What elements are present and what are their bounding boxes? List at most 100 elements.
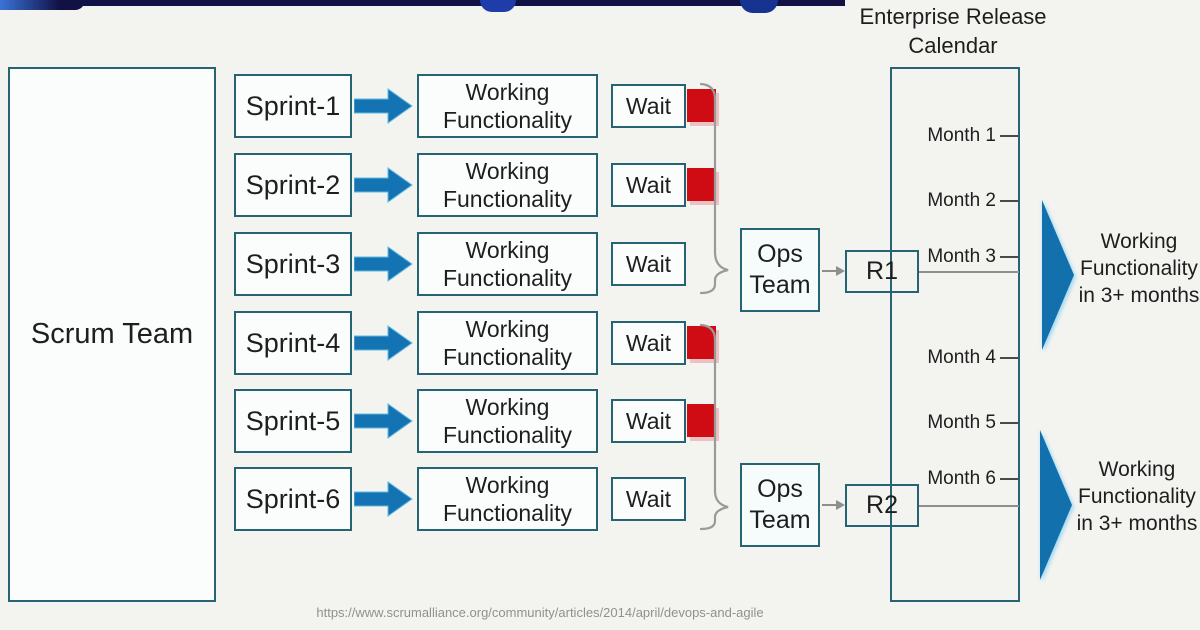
sprint-row: Sprint-3 Working Functionality Wait (0, 232, 760, 296)
blocked-marker (687, 326, 716, 359)
brace-sprints-4-6 (699, 323, 729, 531)
sprint-label: Sprint-6 (245, 483, 341, 514)
title-strip (0, 0, 845, 6)
sprint-label: Sprint-4 (245, 327, 341, 358)
release-label: R2 (866, 491, 898, 519)
connector-line (822, 504, 838, 506)
working-functionality-box: Working Functionality (417, 389, 598, 453)
month-tick (1000, 422, 1018, 424)
wait-box: Wait (611, 163, 686, 207)
sprint-label: Sprint-1 (245, 90, 341, 121)
flow-arrow-icon (354, 403, 413, 439)
brace-sprints-1-3 (699, 82, 729, 295)
outcome-arrow-icon (1040, 430, 1072, 580)
wait-box: Wait (611, 84, 686, 128)
month-label: Month 6 (927, 468, 996, 489)
wait-label: Wait (625, 250, 672, 277)
ops-team-box: Ops Team (740, 228, 820, 312)
sprint-label: Sprint-3 (245, 248, 341, 279)
outcome-line: Working (1100, 230, 1178, 253)
calendar-title: Enterprise Release Calendar (858, 2, 1048, 60)
month-tick (1000, 135, 1018, 137)
month-tick (1000, 357, 1018, 359)
sprint-label: Sprint-5 (245, 405, 341, 436)
working-functionality-box: Working Functionality (417, 153, 598, 217)
month-row: Month 6 (890, 468, 1018, 490)
sprint-row: Sprint-5 Working Functionality Wait (0, 389, 760, 453)
calendar-title-line: Calendar (908, 33, 998, 58)
wait-label: Wait (625, 407, 672, 434)
month-label: Month 5 (927, 412, 996, 433)
flow-arrow-icon (354, 246, 413, 282)
ops-team-label: Ops (757, 240, 803, 268)
sprint-box: Sprint-3 (234, 232, 352, 296)
sprint-box: Sprint-5 (234, 389, 352, 453)
scrum-team-label: Scrum Team (30, 318, 194, 350)
sprint-row: Sprint-2 Working Functionality Wait (0, 153, 760, 217)
month-label: Month 4 (927, 347, 996, 368)
working-functionality-label: Working Functionality (442, 79, 573, 133)
flow-arrow-icon (354, 325, 413, 361)
working-functionality-box: Working Functionality (417, 232, 598, 296)
flow-arrow-icon (354, 167, 413, 203)
calendar-box (890, 67, 1020, 602)
month-row: Month 4 (890, 347, 1018, 369)
sprint-box: Sprint-4 (234, 311, 352, 375)
release-line (919, 505, 1019, 507)
source-url: https://www.scrumalliance.org/community/… (316, 605, 764, 620)
sprint-row: Sprint-1 Working Functionality Wait (0, 74, 760, 138)
connector-arrowhead-icon (836, 266, 845, 276)
outcome-arrow-icon (1042, 200, 1074, 350)
sprint-row: Sprint-4 Working Functionality Wait (0, 311, 760, 375)
month-row: Month 3 (890, 246, 1018, 268)
sprint-row: Sprint-6 Working Functionality Wait (0, 467, 760, 531)
sprint-box: Sprint-1 (234, 74, 352, 138)
release-box: R2 (845, 484, 919, 527)
wait-box: Wait (611, 242, 686, 286)
working-functionality-label: Working Functionality (442, 158, 573, 212)
wait-label: Wait (625, 329, 672, 356)
month-label: Month 1 (927, 125, 996, 146)
wait-box: Wait (611, 399, 686, 443)
working-functionality-box: Working Functionality (417, 74, 598, 138)
working-functionality-box: Working Functionality (417, 467, 598, 531)
calendar-title-line: Enterprise Release (859, 4, 1047, 29)
title-strip-letter-fragment (480, 0, 516, 12)
blocked-marker (687, 168, 716, 201)
outcome-line: in 3+ months (1076, 512, 1198, 535)
month-tick (1000, 200, 1018, 202)
month-label: Month 3 (927, 246, 996, 267)
working-functionality-label: Working Functionality (442, 394, 573, 448)
working-functionality-label: Working Functionality (442, 237, 573, 291)
month-row: Month 2 (890, 190, 1018, 212)
ops-team-label: Ops (757, 475, 803, 503)
ops-team-label: Team (749, 506, 811, 534)
wait-label: Wait (625, 171, 672, 198)
release-box: R1 (845, 250, 919, 293)
release-label: R1 (866, 257, 898, 285)
wait-label: Wait (625, 92, 672, 119)
flow-arrow-icon (354, 88, 413, 124)
flow-arrow-icon (354, 481, 413, 517)
sprint-box: Sprint-6 (234, 467, 352, 531)
month-row: Month 1 (890, 125, 1018, 147)
ops-team-label: Team (749, 271, 811, 299)
outcome-line: Functionality (1080, 257, 1198, 280)
sprint-box: Sprint-2 (234, 153, 352, 217)
month-tick (1000, 478, 1018, 480)
connector-line (822, 270, 838, 272)
connector-arrowhead-icon (836, 500, 845, 510)
month-label: Month 2 (927, 190, 996, 211)
wait-box: Wait (611, 477, 686, 521)
blocked-marker (687, 89, 716, 122)
outcome-text: Working Functionality in 3+ months (1074, 228, 1200, 309)
sprint-label: Sprint-2 (245, 169, 341, 200)
ops-team-box: Ops Team (740, 463, 820, 547)
blocked-marker (687, 404, 716, 437)
month-row: Month 5 (890, 412, 1018, 434)
title-strip-swoosh (0, 0, 85, 10)
outcome-text: Working Functionality in 3+ months (1072, 456, 1200, 537)
working-functionality-label: Working Functionality (442, 316, 573, 370)
working-functionality-box: Working Functionality (417, 311, 598, 375)
